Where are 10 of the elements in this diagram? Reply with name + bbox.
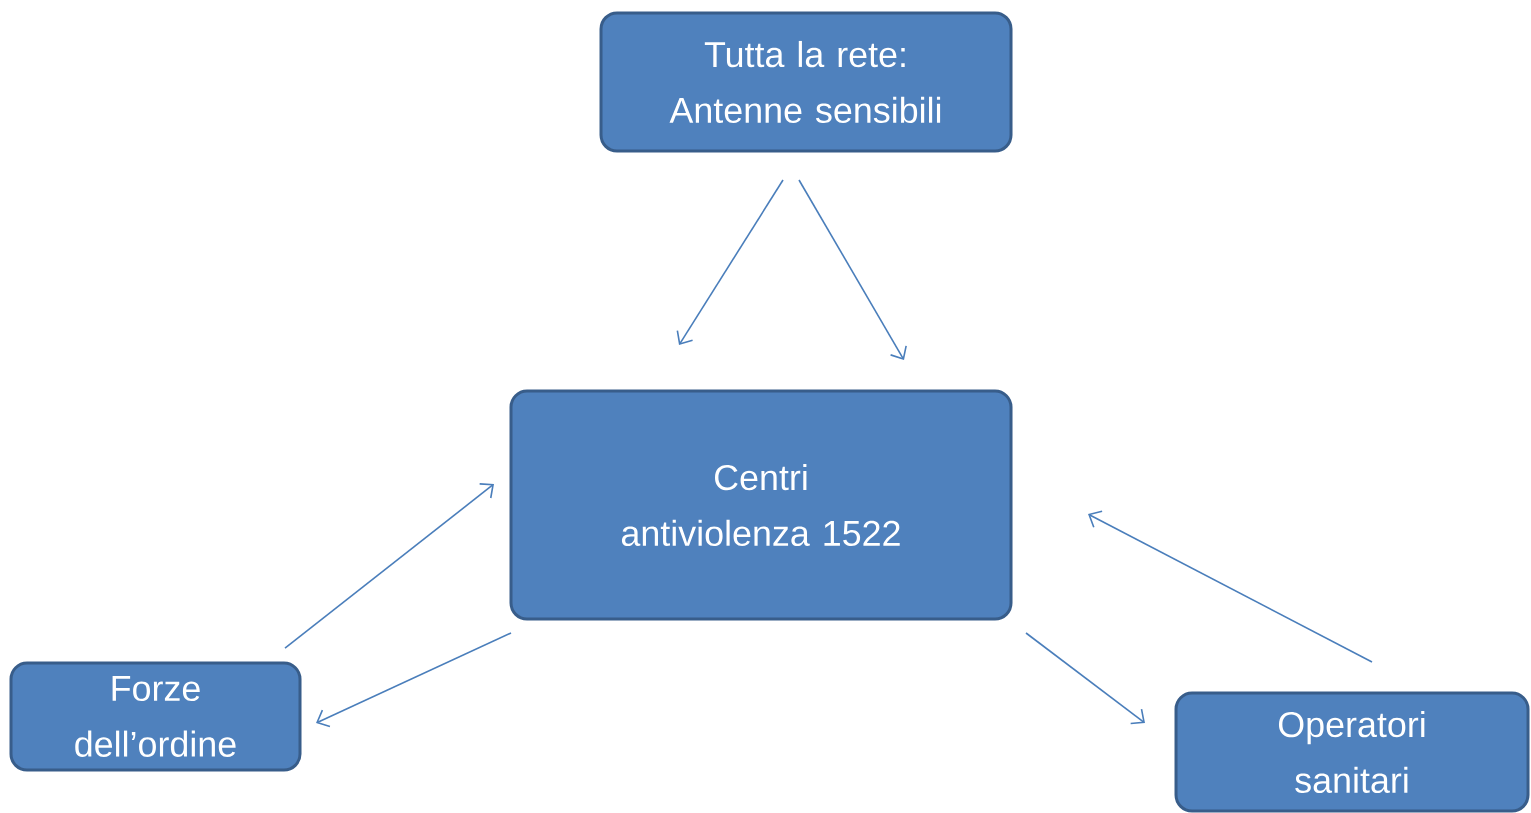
arrow [798,179,907,360]
arrow [316,632,512,728]
process-box: Forze dell’ordine [9,661,302,772]
arrow [284,483,494,649]
process-box: Tutta la rete: Antenne sensibili [599,11,1013,153]
arrow [1025,632,1145,725]
arrow [1088,510,1373,663]
arrow [676,179,784,345]
process-box: Centri antiviolenza 1522 [509,389,1013,621]
process-box: Operatori sanitari [1174,691,1530,813]
